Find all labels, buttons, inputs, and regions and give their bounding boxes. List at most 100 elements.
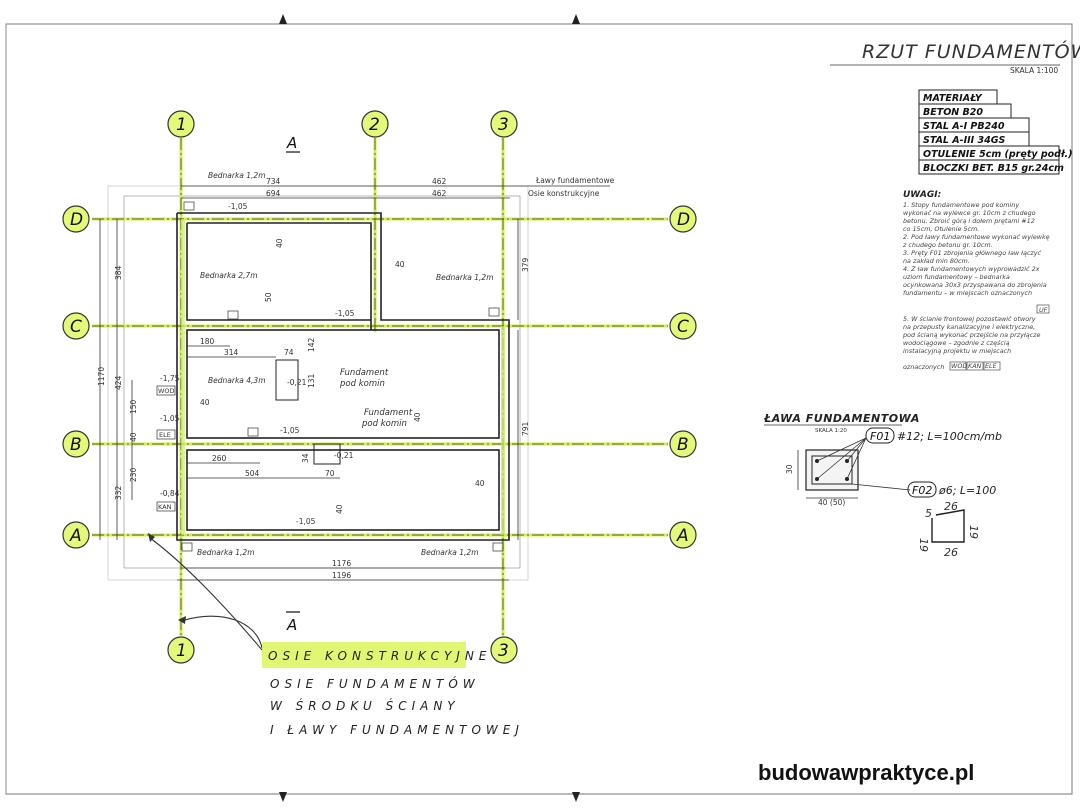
chimney-labels: Fundament pod komin Fundament pod komin (339, 368, 413, 429)
dim-bottom: 1176 (332, 559, 351, 568)
footing-detail: ŁAWA FUNDAMENTOWA SKALA 1:20 F01 #12; L=… (763, 412, 1002, 559)
handwritten-annotation: OSIE KONSTRUKCYJNE OSIE FUNDAMENTÓW W ŚR… (148, 533, 524, 737)
footing-detail-title: ŁAWA FUNDAMENTOWA (763, 412, 920, 425)
materials-row: STAL A-I PB240 (923, 121, 1005, 132)
dim-room: 70 (325, 469, 335, 478)
axis-label-1-bottom: 1 (176, 641, 187, 661)
sheet-tick-marks (279, 14, 580, 802)
stirrup-dim: 26 (944, 500, 958, 513)
level-mark: -0,21 (287, 378, 307, 387)
notes-line: betonu. Zbroić górą i dołem prętami #12 (903, 217, 1035, 225)
notes-tag-ele: ELE (985, 362, 998, 370)
axis-label-A-right: A (676, 526, 689, 546)
notes-line: wodociągowe – zgodnie z częścią (903, 339, 1010, 347)
right-dimensions: 379 791 (517, 219, 530, 540)
dim-room: 40 (200, 398, 210, 407)
legend-osie: Osie konstrukcyjne (528, 189, 600, 198)
dim-room: 142 (307, 337, 316, 352)
bednarka-label: Bednarka 1,2m (208, 171, 266, 180)
foundation-walls (176, 212, 510, 541)
dim-top: 734 (266, 177, 281, 186)
level-mark: -0,21 (334, 451, 354, 460)
axis-label-3-top: 3 (498, 115, 509, 135)
notes-line: 4. Z ław fundamentowych wyprowadzić 2x (903, 265, 1040, 273)
level-mark: -1,75 (160, 374, 180, 383)
axis-label-3-bottom: 3 (498, 641, 509, 661)
section-mark-bottom: A (286, 616, 297, 634)
dim-left: 40 (129, 432, 138, 442)
notes-line: uziom fundamentowy – bednarka (903, 273, 1010, 281)
annotation-line: W ŚRODKU ŚCIANY (270, 698, 460, 713)
dim-room: 34 (301, 453, 310, 463)
notes-line: z chudego betonu gr. 10cm. (902, 241, 993, 249)
level-mark: -1,05 (335, 309, 355, 318)
axis-label-C-right: C (677, 317, 689, 337)
dim-left: 1170 (97, 367, 106, 386)
stirrup-dim: 26 (944, 546, 958, 559)
notes-line: 1. Stopy fundamentowe pod kominy (903, 201, 1019, 209)
bednarka-label: Bednarka 1,2m (436, 273, 494, 282)
level-mark: -1,05 (296, 517, 316, 526)
materials-row: OTULENIE 5cm (pręty podł.) (923, 149, 1073, 160)
chimney-label: pod komin (339, 379, 385, 389)
notes-line: fundamentu – w miejscach oznaczonych (903, 289, 1032, 297)
annotation-line: I ŁAWY FUNDAMENTOWEJ (270, 723, 524, 737)
dim-top: 462 (432, 177, 447, 186)
notes-line: 2. Pod ławy fundamentowe wykonać wylewkę (903, 233, 1050, 241)
notes-line: ocynkowana 30x3 przyspawana do zbrojenia (903, 281, 1047, 289)
sheet-border (5, 23, 1073, 795)
footing-width-dim: 40 (50) (818, 498, 845, 507)
axis-label-D-left: D (70, 210, 83, 230)
footing-f01-tag: F01 (870, 430, 890, 443)
dim-room: 40 (413, 412, 422, 422)
legend-lawy: Ławy fundamentowe (535, 176, 615, 185)
level-mark: -0,84 (160, 489, 180, 498)
chimney-label: pod komin (361, 419, 407, 429)
dim-room: 504 (245, 469, 260, 478)
notes-block: UWAGI: 1. Stopy fundamentowe pod kominy … (902, 190, 1050, 371)
utility-tag: ELE (159, 431, 171, 439)
stirrup-dim: 5 (925, 507, 932, 520)
chimney-label: Fundament (340, 368, 389, 378)
dim-left: 384 (114, 265, 123, 280)
notes-line: pod ścianą wykonać przejście na przyłącz… (902, 331, 1040, 339)
axis-label-D-right: D (677, 210, 690, 230)
dim-room: 40 (475, 479, 485, 488)
grounding-labels: Bednarka 1,2m Bednarka 2,7m Bednarka 1,2… (181, 171, 504, 557)
dim-room: 180 (200, 337, 215, 346)
dim-bottom: 1196 (332, 571, 351, 580)
brand-watermark: budowawpraktyce.pl (758, 760, 974, 785)
notes-line: na zakład min 80cm. (903, 257, 970, 265)
notes-line: wykonać na wylewce gr. 10cm z chudego (903, 209, 1036, 217)
stirrup-dim: 19 (917, 538, 930, 552)
chimney-foundation-2 (313, 443, 341, 465)
materials-row: STAL A-III 34GS (923, 135, 1006, 146)
footing-height-dim: 30 (785, 464, 794, 474)
dim-left: 332 (114, 485, 123, 500)
footing-detail-scale: SKALA 1:20 (815, 428, 847, 434)
bednarka-label: Bednarka 2,7m (200, 271, 258, 280)
level-marks: -1,05 -1,05 -1,75 -1,05 -1,05 -0,84 -1,0… (160, 202, 355, 526)
notes-uf-tag: UF (1039, 306, 1048, 314)
stirrup-dim: 19 (967, 525, 980, 539)
drawing-scale: SKALA 1:100 (1010, 66, 1058, 75)
axis-label-B-right: B (677, 435, 689, 455)
bednarka-label: Bednarka 4,3m (208, 376, 266, 385)
materials-table: MATERIAŁY BETON B20 STAL A-I PB240 STAL … (918, 89, 1073, 175)
axis-label-2-top: 2 (369, 115, 380, 135)
drawing-title: RZUT FUNDAMENTÓW (862, 39, 1080, 63)
dim-room: 40 (275, 238, 284, 248)
axis-label-C-left: C (70, 317, 82, 337)
materials-row: BLOCZKI BET. B15 gr.24cm (923, 163, 1064, 174)
level-mark: -1,05 (160, 414, 180, 423)
chimney-label: Fundament (364, 408, 413, 418)
section-mark-top: A (286, 134, 297, 152)
left-dimensions: 1170 384 424 332 150 40 230 (97, 219, 138, 540)
bednarka-label: Bednarka 1,2m (197, 548, 255, 557)
dim-left: 230 (129, 467, 138, 482)
dim-room: 74 (284, 348, 294, 357)
notes-tag-wod: WOD (951, 362, 967, 370)
dim-room: 260 (212, 454, 227, 463)
section-marks: A A (286, 134, 300, 634)
footing-f02-desc: ø6; L=100 (938, 484, 996, 497)
